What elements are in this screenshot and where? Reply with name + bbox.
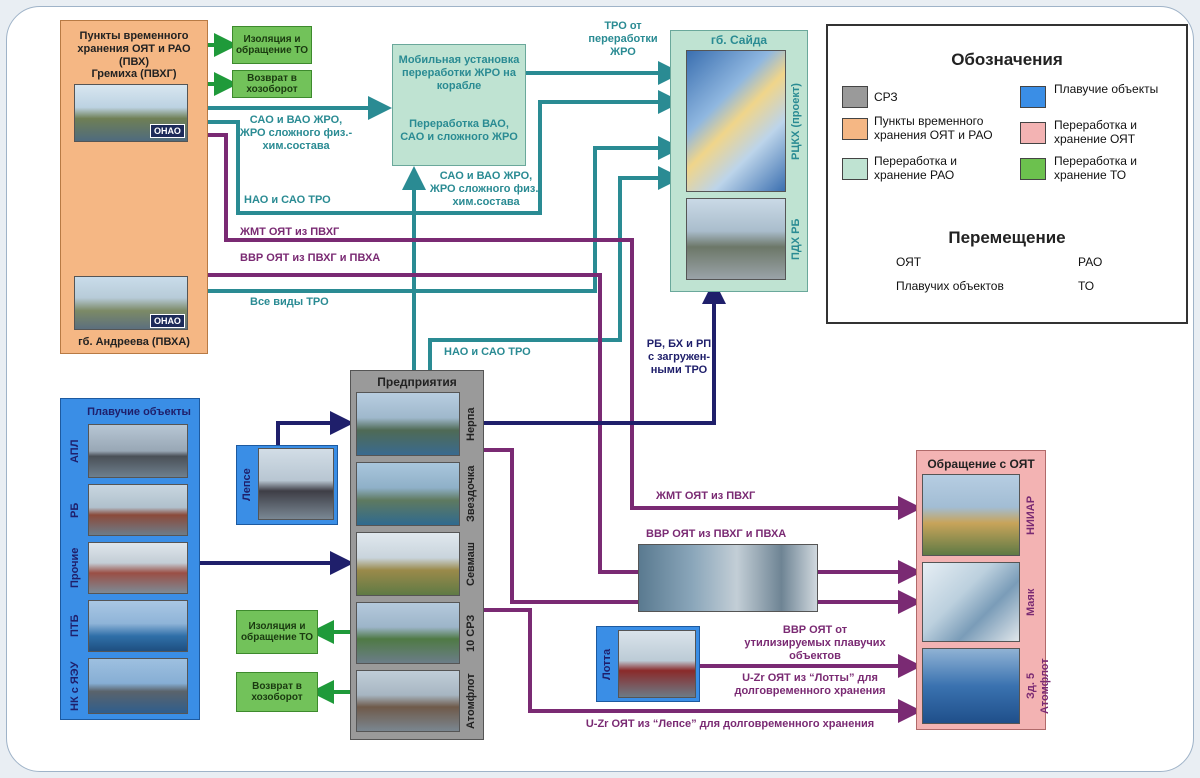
floating-photo-0 (88, 424, 188, 478)
flow-vvr-2: ВВР ОЯТ из ПВХГ и ПВХА (646, 528, 787, 540)
top-isolation-box: Изоляция и обращение ТО (232, 26, 312, 64)
flow-nao-sao-1: НАО и САО ТРО (244, 194, 331, 206)
arrow-rb-bh (484, 280, 726, 425)
arrow-zhmt-1 (188, 133, 922, 520)
mobile-line1: Мобильная установка переработки ЖРО на к… (398, 54, 520, 92)
bottom-return-box: Возврат в хозоборот (236, 672, 318, 712)
flow-vvr-util: ВВР ОЯТ от утилизируемых плавучих объект… (744, 624, 886, 662)
lotta-label: Лотта (601, 648, 613, 680)
enterprise-label-1: Звездочка (465, 465, 477, 523)
enterprise-label-3: 10 СРЗ (465, 614, 477, 652)
flow-all-tro: Все виды ТРО (250, 296, 329, 308)
arrow-lepse-nerpa (276, 411, 354, 445)
enterprise-label-2: Севмаш (465, 542, 477, 586)
arrow-all-tro (188, 136, 682, 293)
legend-swatch-0 (842, 86, 868, 108)
enterprises-title: Предприятия (377, 375, 457, 389)
rcks-label: РЦКХ (проект) (790, 83, 802, 161)
legend-label-1: Пункты временного хранения ОЯТ и РАО (874, 114, 993, 142)
legend-box (826, 24, 1188, 324)
flow-zhmt-2: ЖМТ ОЯТ из ПВХГ (656, 490, 756, 502)
legend-move-title: Перемещение (948, 228, 1066, 247)
floating-title: Плавучие объекты (87, 406, 191, 418)
floating-photo-2 (88, 542, 188, 594)
floating-label-0: АПЛ (69, 439, 81, 463)
enterprise-photo-2 (356, 532, 460, 596)
lotta-photo (618, 630, 696, 698)
floating-label-1: РБ (69, 502, 81, 518)
pdh-photo (686, 198, 786, 280)
oyat-photo-1 (922, 562, 1020, 642)
rcks-photo (686, 50, 786, 192)
bottom-isolation-box: Изоляция и обращение ТО (236, 610, 318, 654)
enterprise-photo-4 (356, 670, 460, 732)
oyat-label-1: Маяк (1025, 588, 1037, 616)
enterprise-photo-0 (356, 392, 460, 456)
oyat-photo-2 (922, 648, 1020, 724)
legend-swatch-4 (1020, 122, 1046, 144)
mobile-unit-box (392, 44, 526, 166)
legend-label-2: Переработка и хранение РАО (874, 154, 957, 182)
flow-sao-vao-1: САО и ВАО ЖРО, ЖРО сложного физ.-хим.сос… (239, 114, 353, 152)
arrow-sao-vao-2 (188, 90, 682, 215)
legend-swatch-1 (842, 118, 868, 140)
oyat-label-2: Зд. 5 Атомфлот (1025, 658, 1051, 714)
mobile-line2: Переработка ВАО, САО и сложного ЖРО (400, 118, 518, 143)
floating-label-3: ПТБ (69, 614, 81, 638)
flow-nao-sao-2: НАО и САО ТРО (444, 346, 531, 358)
top-return-box: Возврат в хозоборот (232, 70, 312, 98)
enterprise-photo-1 (356, 462, 460, 526)
onao-badge-2: ОНАО (150, 314, 185, 328)
gremikha-label: Гремиха (ПВХГ) (91, 68, 177, 80)
arrow-nao-sao-2 (428, 166, 682, 370)
legend-label-5: Переработка и хранение ТО (1054, 154, 1137, 182)
legend-label-4: Переработка и хранение ОЯТ (1054, 118, 1137, 146)
legend-swatch-5 (1020, 158, 1046, 180)
legend-move-0: ОЯТ (896, 255, 922, 269)
enterprise-label-4: Атомфлот (465, 673, 477, 729)
flow-uzr-lepse: U-Zr ОЯТ из “Лепсе” для долговременного … (585, 718, 875, 730)
legend-label-3: Плавучие объекты (1054, 82, 1159, 96)
processing-photo (638, 544, 818, 612)
flow-tro-processing: ТРО от переработки ЖРО (588, 20, 658, 58)
flow-uzr-lotta: U-Zr ОЯТ из “Лотты” для долговременного … (734, 672, 886, 697)
legend-move-3: ТО (1078, 279, 1095, 293)
lepse-label: Лепсе (241, 468, 253, 502)
arrow-uzr-lepse (484, 608, 922, 723)
floating-photo-1 (88, 484, 188, 536)
floating-label-2: Прочие (69, 547, 81, 589)
flow-zhmt-1: ЖМТ ОЯТ из ПВХГ (240, 226, 340, 238)
lepse-photo (258, 448, 334, 520)
flow-rb-bh: РБ, БХ и РП с загружен-ными ТРО (646, 338, 712, 376)
legend-swatch-3 (1020, 86, 1046, 108)
pdh-label: ПДХ РБ (790, 218, 802, 260)
legend-move-1: Плавучих объектов (896, 279, 1004, 293)
legend-move-2: РАО (1078, 255, 1103, 269)
legend-swatch-2 (842, 158, 868, 180)
oyat-photo-0 (922, 474, 1020, 556)
floating-label-4: НК с ЯЭУ (69, 661, 81, 711)
legend-label-0: СРЗ (874, 90, 898, 104)
floating-photo-3 (88, 600, 188, 652)
enterprise-label-0: Нерпа (465, 407, 477, 441)
floating-photo-4 (88, 658, 188, 714)
flow-vvr-1: ВВР ОЯТ из ПВХГ и ПВХА (240, 252, 381, 264)
legend-title: Обозначения (951, 50, 1063, 69)
onao-badge-1: ОНАО (150, 124, 185, 138)
flow-sao-vao-2: САО и ВАО ЖРО, ЖРО сложного физ.-хим.сос… (429, 170, 543, 208)
sayda-title: гб. Сайда (710, 33, 768, 47)
oyat-label-0: НИИАР (1025, 495, 1037, 535)
pvh-title: Пункты временного хранения ОЯТ и РАО (ПВ… (77, 30, 191, 68)
enterprise-photo-3 (356, 602, 460, 664)
andreeva-label: гб. Андреева (ПВХА) (78, 336, 190, 348)
oyat-title: Обращение с ОЯТ (927, 457, 1035, 471)
